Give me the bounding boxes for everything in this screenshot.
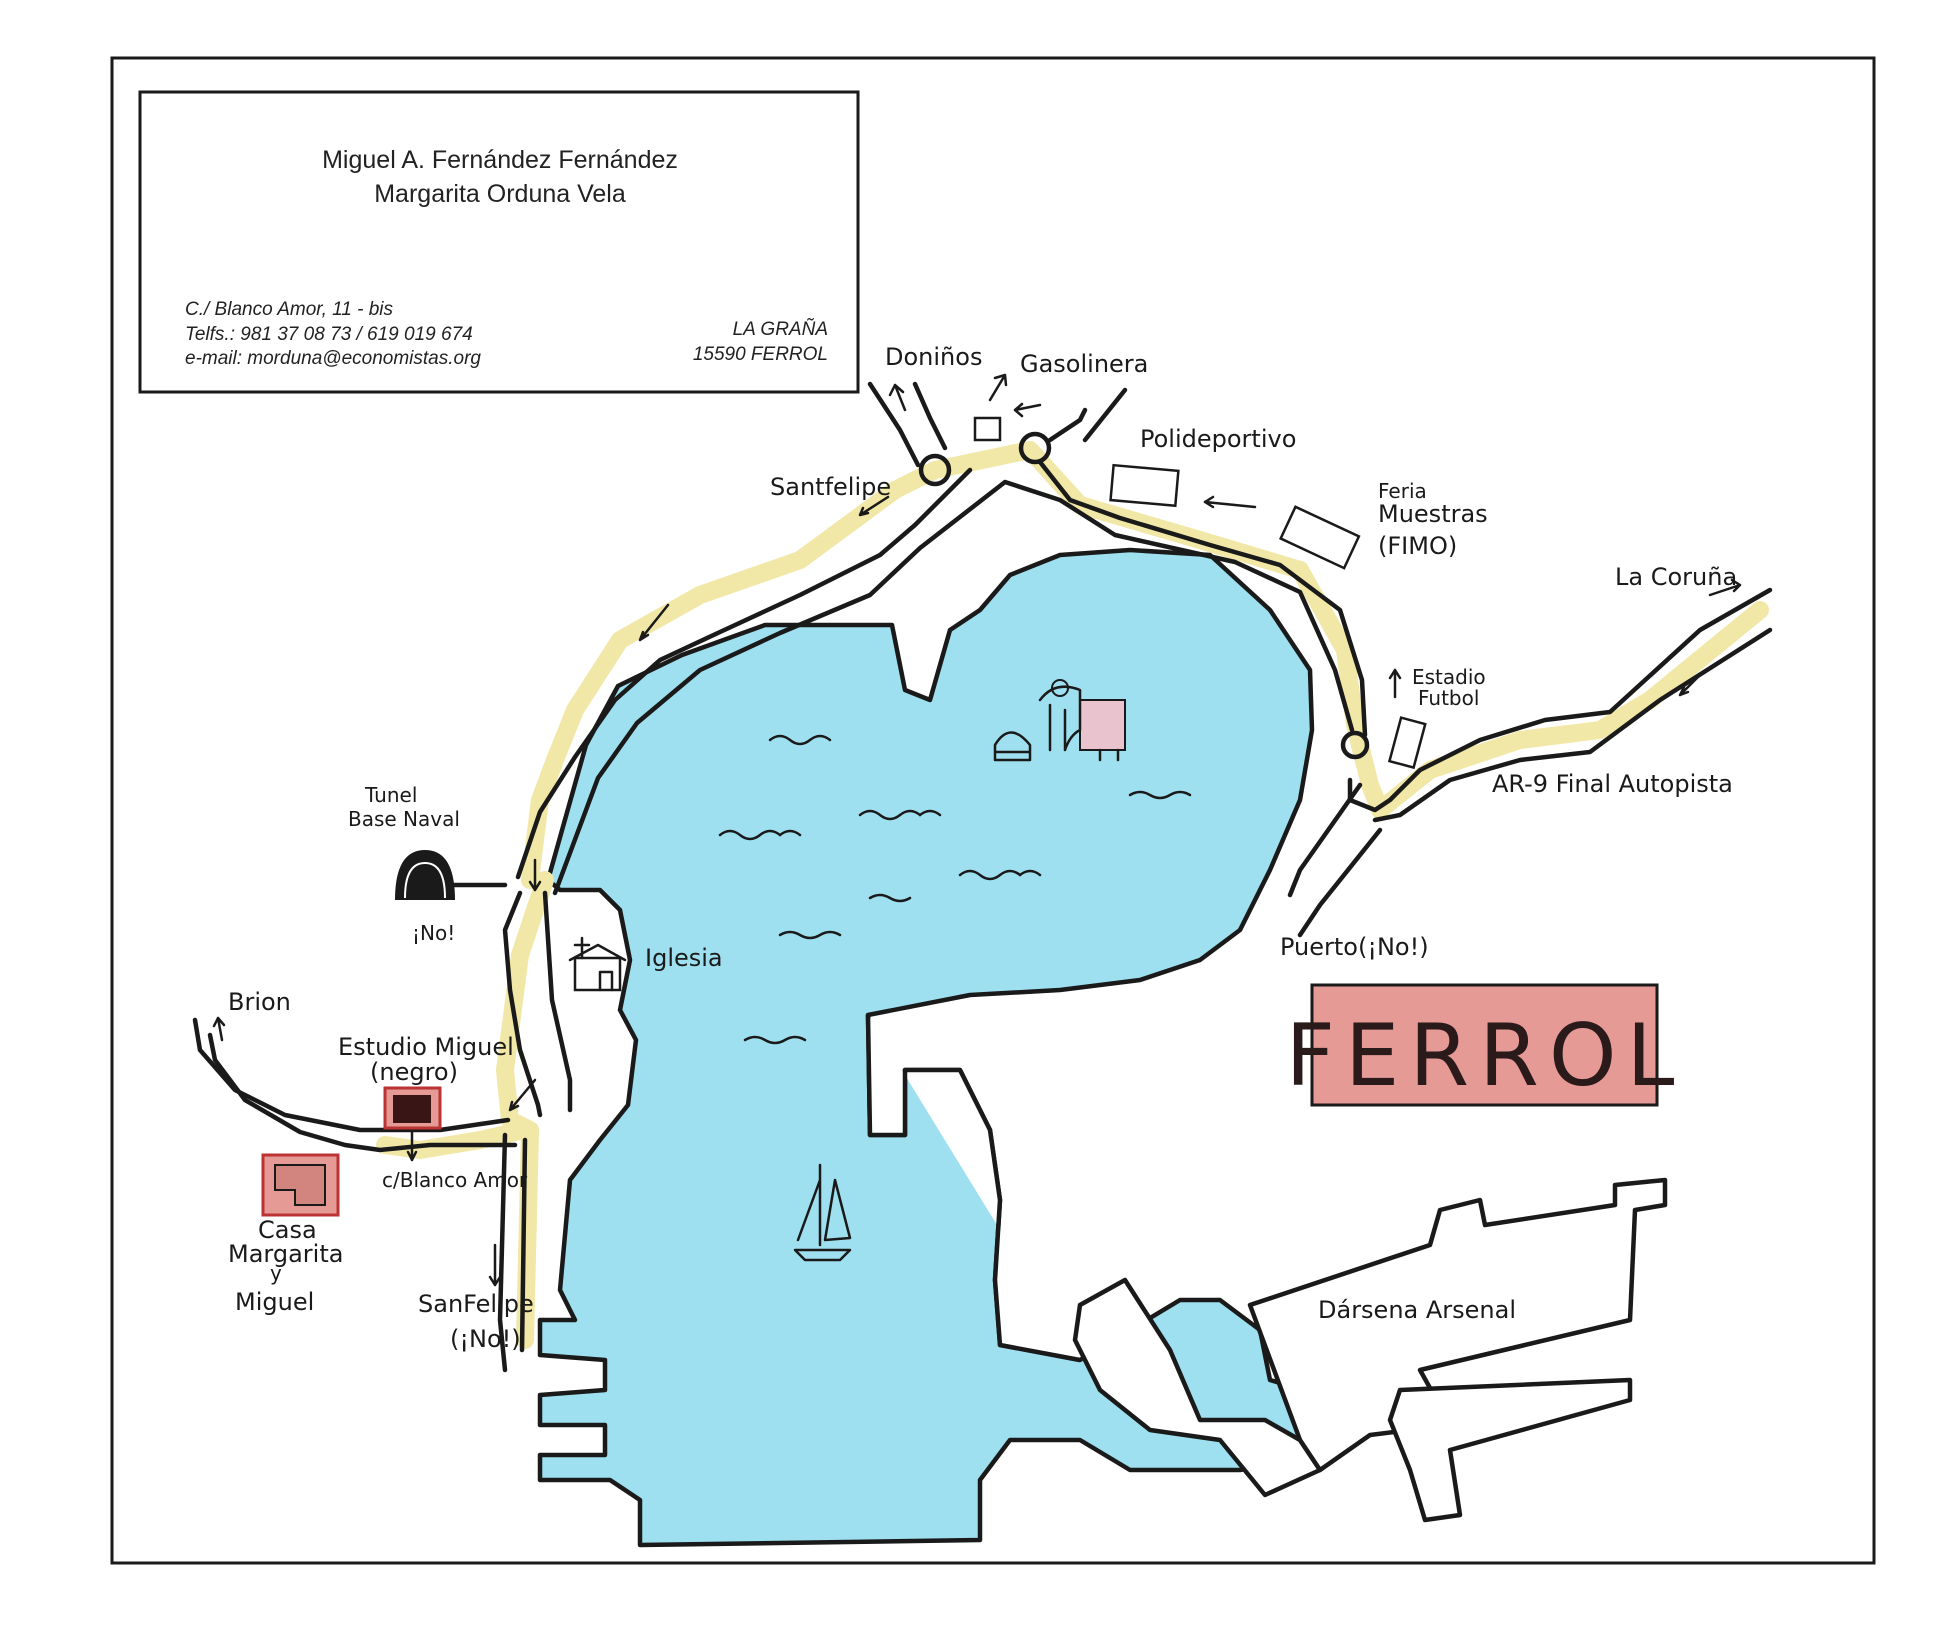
sailboat-icon	[793, 1163, 852, 1262]
label-feria-1: Feria	[1378, 479, 1427, 503]
label-gasolinera: Gasolinera	[1020, 350, 1148, 378]
card-city-2: 15590 FERROL	[693, 344, 828, 365]
label-feria-3: (FIMO)	[1378, 532, 1457, 560]
label-puerto: Puerto(¡No!)	[1280, 933, 1429, 961]
label-sanfelipe-bottom-1: SanFelipe	[418, 1290, 534, 1318]
ferrol-bay	[537, 547, 1343, 1548]
polideportivo-building	[1109, 463, 1180, 508]
direction-arrows	[212, 373, 1742, 1287]
card-name-1: Miguel A. Fernández Fernández	[322, 146, 678, 174]
casa-building	[274, 1164, 326, 1206]
estadio-building	[1387, 716, 1427, 770]
tunnel-icon	[395, 850, 455, 900]
label-santfelipe-top: Santfelipe	[770, 473, 891, 501]
label-iglesia: Iglesia	[645, 944, 723, 972]
label-doninos: Doniños	[885, 343, 982, 371]
map-labels: Doniños Gasolinera Santfelipe Polideport…	[228, 343, 1737, 1353]
water-waves	[718, 734, 1192, 1045]
ferrol-title-box: FERROL	[1286, 983, 1685, 1107]
label-estudio-1: Estudio Miguel	[338, 1033, 514, 1061]
card-address: C./ Blanco Amor, 11 - bis	[185, 299, 394, 320]
feria-building	[1279, 505, 1361, 570]
card-name-2: Margarita Orduna Vela	[374, 180, 626, 208]
label-estudio-2: (negro)	[370, 1058, 458, 1086]
label-ar9: AR-9 Final Autopista	[1492, 770, 1733, 798]
label-tunel-2: Base Naval	[348, 807, 460, 831]
roundabout-icons	[918, 431, 1370, 760]
label-polideportivo: Polideportivo	[1140, 425, 1296, 453]
roads-outline	[192, 381, 1773, 1373]
business-card: Miguel A. Fernández Fernández Margarita …	[138, 90, 860, 394]
label-darsena: Dársena Arsenal	[1318, 1296, 1516, 1324]
church-icon	[568, 936, 627, 992]
gasolinera-building	[973, 416, 1002, 442]
label-casa-1: Casa	[258, 1216, 317, 1244]
island-castle-icon	[993, 679, 1126, 762]
label-brion: Brion	[228, 988, 291, 1016]
label-feria-2: Muestras	[1378, 500, 1488, 528]
label-tunel-1: Tunel	[364, 783, 417, 807]
arsenal-piers	[865, 1014, 1668, 1523]
label-no-tunel: ¡No!	[412, 921, 455, 945]
card-city-1: LA GRAÑA	[733, 318, 828, 340]
card-email: e-mail: morduna@economistas.org	[185, 348, 481, 369]
label-blanco-amor: c/Blanco Amor	[382, 1168, 528, 1192]
estudio-building	[393, 1095, 431, 1123]
label-estadio-2: Futbol	[1418, 686, 1479, 710]
label-la-coruna: La Coruña	[1615, 563, 1737, 591]
buildings	[261, 416, 1427, 1217]
label-sanfelipe-bottom-2: (¡No!)	[450, 1325, 521, 1353]
label-casa-3: y	[270, 1261, 282, 1285]
label-estadio-1: Estadio	[1412, 665, 1486, 689]
map-frame	[110, 56, 1876, 1565]
ferrol-title: FERROL	[1286, 1006, 1685, 1106]
card-phones: Telfs.: 981 37 08 73 / 619 019 674	[185, 324, 473, 345]
label-casa-2: Margarita	[228, 1240, 343, 1268]
label-casa-4: Miguel	[235, 1288, 314, 1316]
